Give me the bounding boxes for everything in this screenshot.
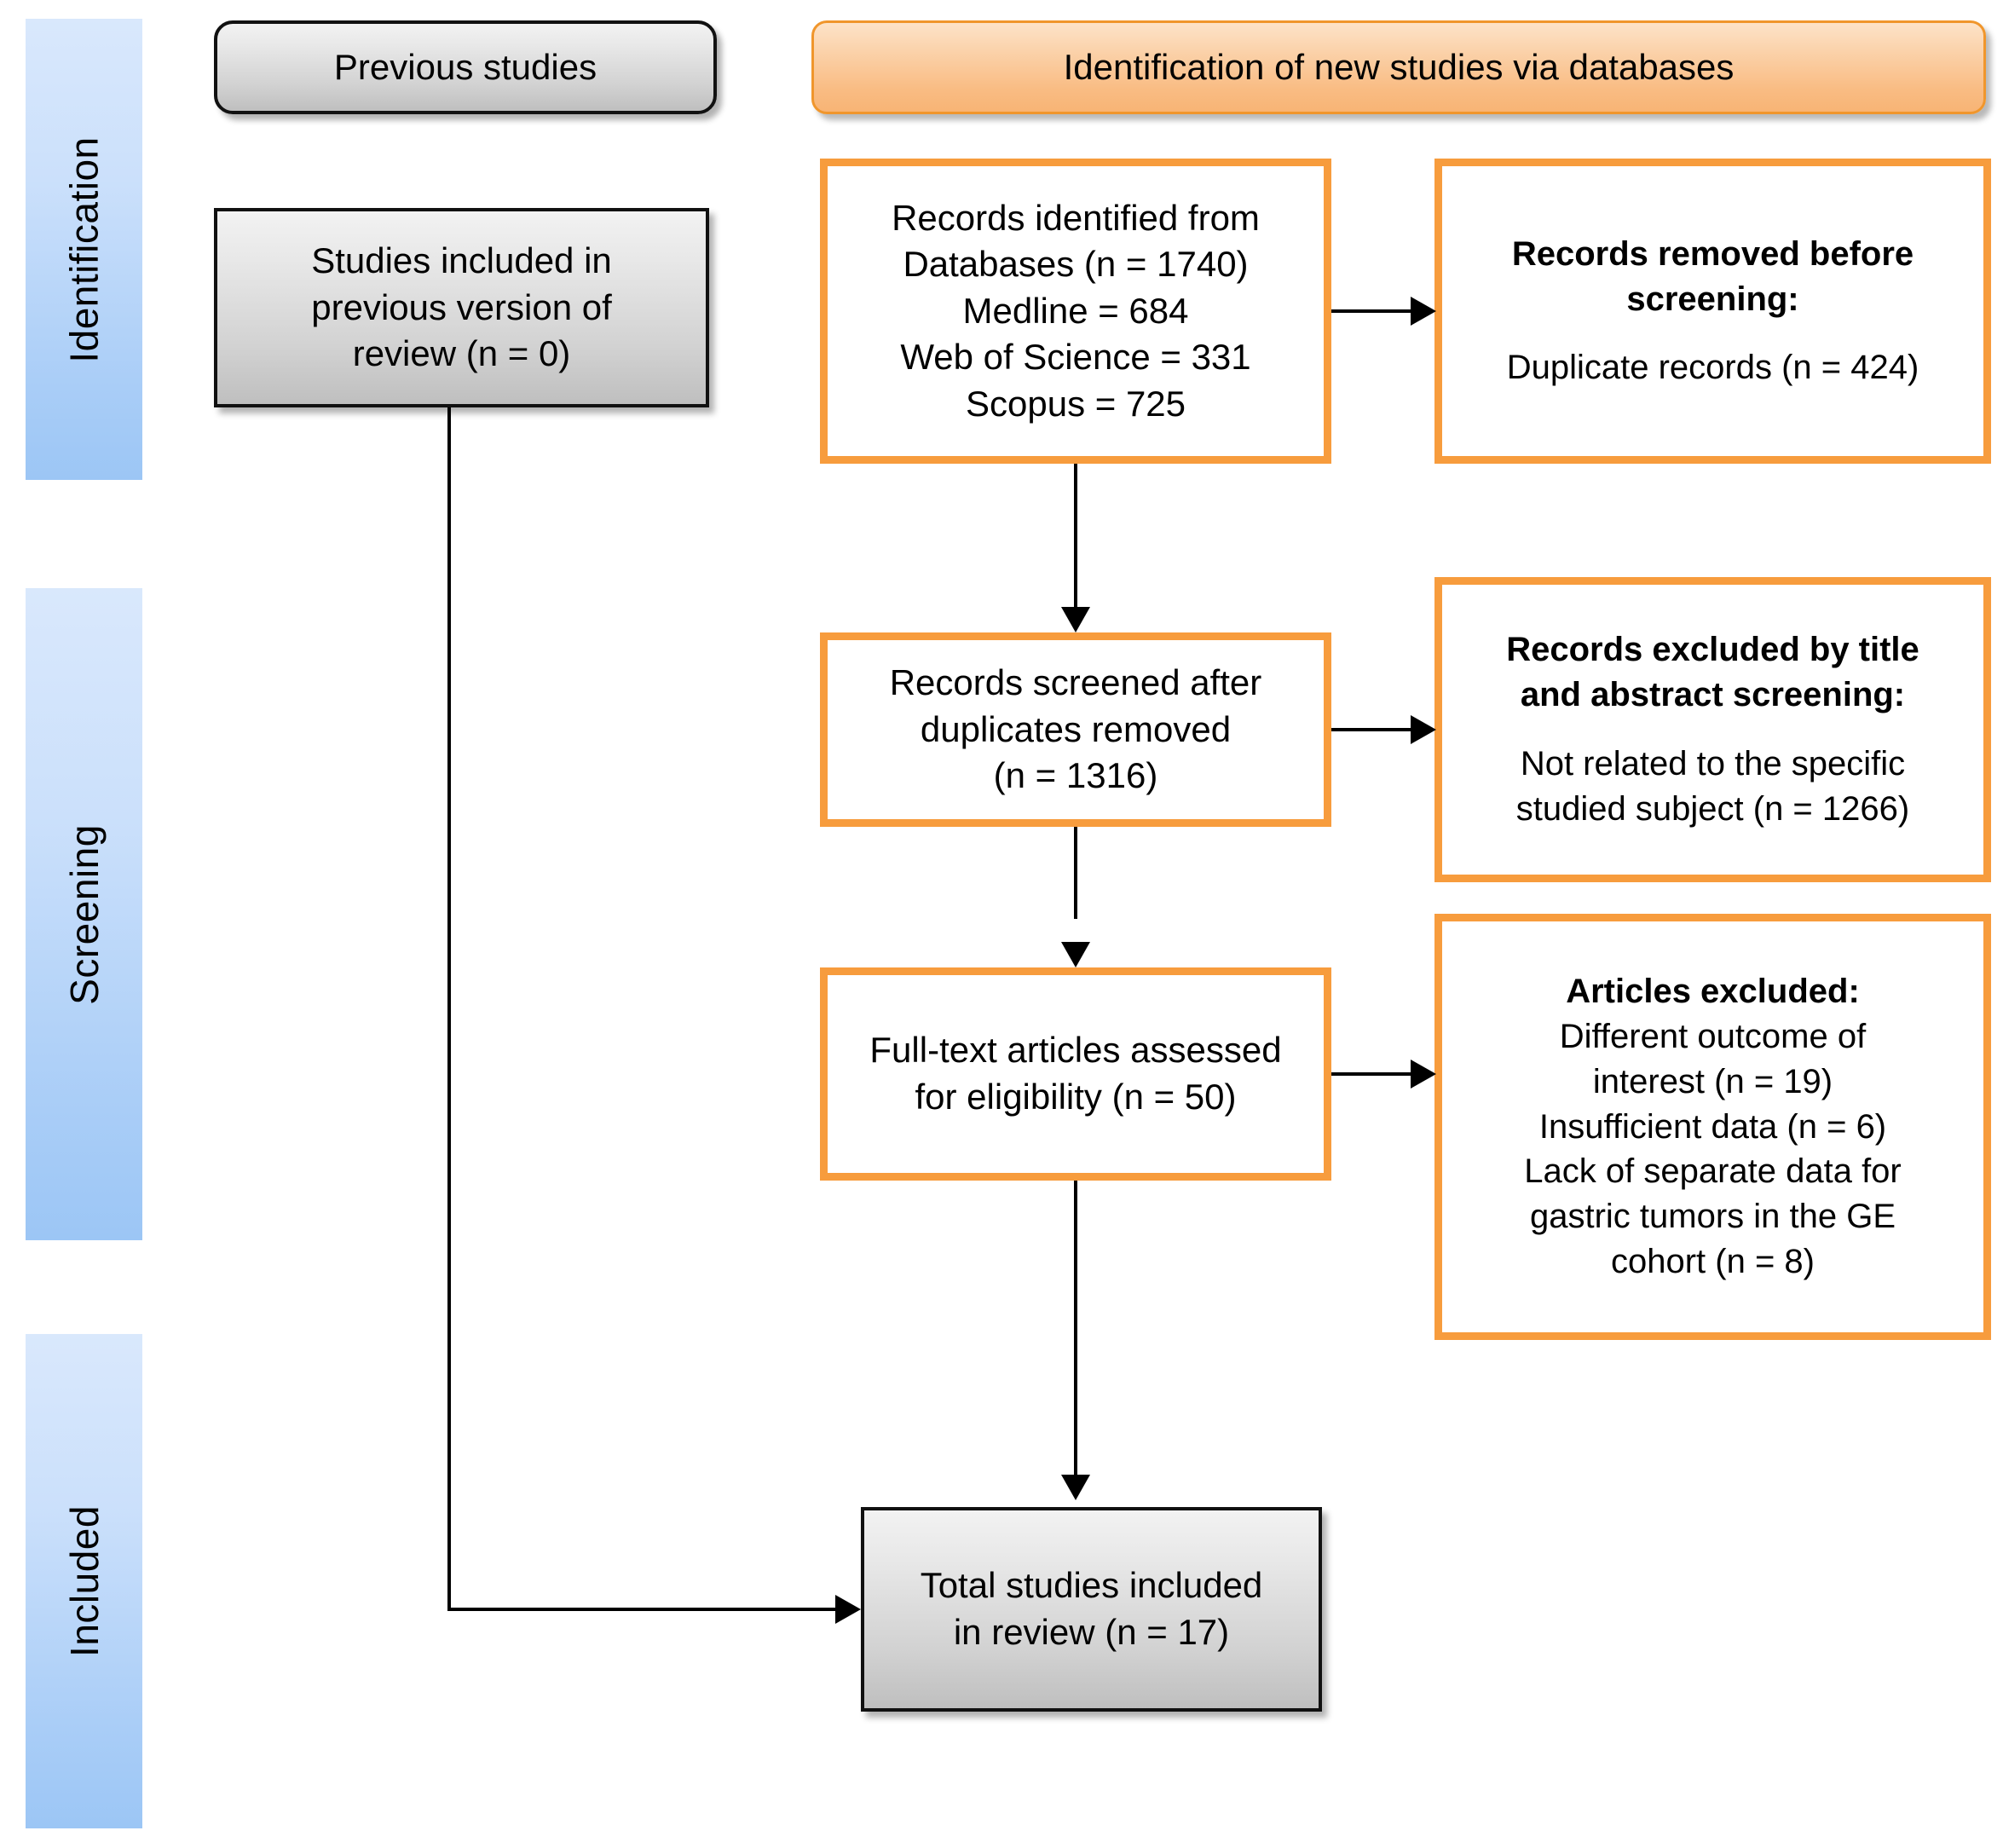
- line: Medline = 684: [962, 290, 1189, 331]
- connector-screened-to-excluded: [1331, 728, 1420, 731]
- stage-label-identification: Identification: [61, 136, 107, 363]
- box-records-screened-text: Records screened after duplicates remove…: [828, 660, 1324, 800]
- spacer: [1454, 321, 1971, 345]
- line: duplicates removed: [920, 708, 1232, 749]
- stage-band-identification: Identification: [26, 19, 142, 480]
- arrow-fulltext-to-excluded: [1411, 1060, 1436, 1089]
- heading-line: Articles excluded:: [1566, 973, 1860, 1011]
- line: Full-text articles assessed: [869, 1030, 1282, 1071]
- line: in review (n = 17): [953, 1612, 1230, 1652]
- box-articles-excluded-text: Articles excluded: Different outcome of …: [1442, 969, 1983, 1285]
- heading-line: Records excluded by title: [1506, 631, 1919, 669]
- connector-fulltext-to-excluded: [1331, 1072, 1420, 1076]
- line: previous version of: [311, 286, 612, 327]
- heading-line: and abstract screening:: [1520, 676, 1906, 714]
- arrow-screened-to-excluded: [1411, 715, 1436, 744]
- connector-fulltext-to-total: [1074, 1181, 1077, 1475]
- arrow-identified-to-screened: [1061, 607, 1090, 632]
- heading-line: Records removed before: [1511, 234, 1914, 273]
- line: Databases (n = 1740): [903, 244, 1249, 285]
- box-fulltext-assessed-text: Full-text articles assessed for eligibil…: [828, 1027, 1324, 1120]
- spacer: [1454, 718, 1971, 742]
- box-records-removed-text: Records removed before screening: Duplic…: [1442, 232, 1983, 390]
- line: Scopus = 725: [965, 383, 1186, 424]
- line: Duplicate records (n = 424): [1506, 349, 1919, 387]
- line: studied subject (n = 1266): [1515, 789, 1910, 828]
- connector-previous-to-total-horizontal: [447, 1608, 835, 1611]
- arrow-previous-to-total: [835, 1595, 861, 1624]
- box-previous-version-text: Studies included in previous version of …: [217, 238, 706, 378]
- line: review (n = 0): [352, 333, 571, 374]
- header-new-studies-label: Identification of new studies via databa…: [1063, 46, 1735, 87]
- heading-line: screening:: [1626, 280, 1799, 318]
- stage-label-included: Included: [61, 1505, 107, 1657]
- box-total-included-text: Total studies included in review (n = 17…: [864, 1562, 1319, 1655]
- box-articles-excluded: Articles excluded: Different outcome of …: [1434, 914, 1991, 1340]
- connector-previous-to-total-vertical: [447, 407, 451, 1611]
- line: Studies included in: [311, 240, 612, 281]
- line: Different outcome of: [1559, 1018, 1867, 1055]
- stage-band-included: Included: [26, 1334, 142, 1828]
- line: Not related to the specific: [1520, 745, 1906, 783]
- line: Web of Science = 331: [900, 337, 1251, 378]
- line: Insufficient data (n = 6): [1538, 1107, 1887, 1146]
- box-records-removed: Records removed before screening: Duplic…: [1434, 159, 1991, 464]
- line: cohort (n = 8): [1610, 1242, 1815, 1280]
- header-previous-studies-label: Previous studies: [333, 46, 597, 87]
- box-records-screened: Records screened after duplicates remove…: [820, 632, 1331, 827]
- connector-identified-to-screened: [1074, 464, 1077, 609]
- arrow-screened-to-fulltext: [1061, 942, 1090, 967]
- arrow-identified-to-removed: [1411, 297, 1436, 326]
- connector-screened-to-fulltext: [1074, 827, 1077, 919]
- line: interest (n = 19): [1592, 1062, 1833, 1100]
- line: Records screened after: [889, 662, 1262, 703]
- header-previous-studies: Previous studies: [214, 20, 717, 114]
- line: Lack of separate data for: [1524, 1152, 1902, 1191]
- box-records-identified: Records identified from Databases (n = 1…: [820, 159, 1331, 464]
- box-records-excluded: Records excluded by title and abstract s…: [1434, 577, 1991, 882]
- line: Records identified from: [892, 197, 1260, 238]
- box-total-included: Total studies included in review (n = 17…: [861, 1507, 1322, 1712]
- line: gastric tumors in the GE: [1529, 1198, 1896, 1236]
- line: Total studies included: [920, 1565, 1263, 1606]
- arrow-fulltext-to-total: [1061, 1475, 1090, 1500]
- line: for eligibility (n = 50): [915, 1077, 1237, 1117]
- box-previous-version: Studies included in previous version of …: [214, 208, 709, 407]
- box-records-excluded-text: Records excluded by title and abstract s…: [1442, 627, 1983, 831]
- header-new-studies: Identification of new studies via databa…: [811, 20, 1986, 114]
- connector-identified-to-removed: [1331, 309, 1420, 313]
- line: (n = 1316): [993, 755, 1158, 796]
- stage-band-screening: Screening: [26, 588, 142, 1240]
- stage-label-screening: Screening: [61, 823, 107, 1005]
- box-fulltext-assessed: Full-text articles assessed for eligibil…: [820, 967, 1331, 1181]
- box-records-identified-text: Records identified from Databases (n = 1…: [828, 195, 1324, 428]
